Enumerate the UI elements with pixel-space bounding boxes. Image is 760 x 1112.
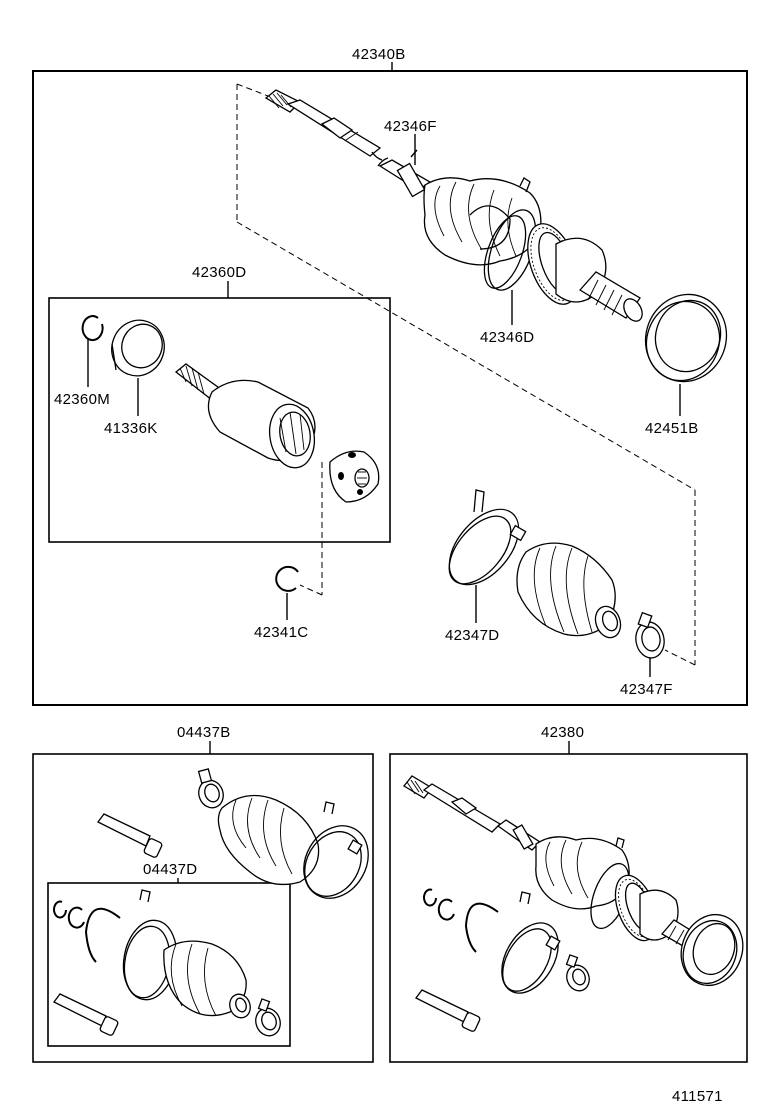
part-number-42380: 42380 — [541, 724, 584, 741]
boot-band-42347D — [448, 489, 527, 586]
part-number-04437D: 04437D — [143, 861, 197, 878]
part-number-42346F: 42346F — [384, 118, 437, 135]
label-42346F: 42346F — [384, 118, 437, 165]
figure-number: 411571 — [672, 1088, 723, 1105]
label-42340B: 42340B — [352, 46, 406, 71]
dust-seal-42451B — [644, 293, 728, 383]
inboard-boot — [516, 542, 622, 639]
snap-ring-42341C — [275, 565, 299, 592]
label-41336K: 41336K — [104, 378, 158, 437]
outboard-boot-kit-frame — [32, 753, 374, 1063]
inboard-joint-housing — [174, 363, 316, 469]
label-42360D: 42360D — [192, 264, 246, 298]
inboard-boot-kit-frame — [47, 882, 291, 1047]
label-42341C: 42341C — [254, 593, 308, 641]
part-number-42360M: 42360M — [54, 391, 110, 408]
part-number-42347F: 42347F — [620, 681, 673, 698]
inner-joint-subassembly-frame — [48, 297, 391, 543]
part-number-42347D: 42347D — [445, 627, 499, 644]
label-04437B: 04437B — [177, 724, 231, 754]
part-number-42451B: 42451B — [645, 420, 699, 437]
boot-kit-04437D — [53, 889, 281, 1037]
part-number-04437B: 04437B — [177, 724, 231, 741]
drive-shaft-assembly-42340B — [264, 89, 643, 322]
tripod-joint — [329, 450, 380, 503]
boot-clamp-42347F — [635, 611, 665, 659]
part-number-41336K: 41336K — [104, 420, 158, 437]
phantom-outline — [236, 83, 696, 666]
main-assembly-frame — [32, 70, 748, 706]
label-42451B: 42451B — [645, 384, 699, 437]
label-42346D: 42346D — [480, 290, 534, 346]
part-number-42346D: 42346D — [480, 329, 534, 346]
label-42347F: 42347F — [620, 655, 673, 698]
snap-ring-42360M — [81, 315, 104, 342]
label-42380: 42380 — [541, 724, 584, 754]
part-number-42341C: 42341C — [254, 624, 308, 641]
label-04437D: 04437D — [143, 861, 197, 883]
boot-ring-41336K — [111, 319, 165, 377]
label-42360M: 42360M — [54, 338, 110, 408]
part-number-42360D: 42360D — [192, 264, 246, 281]
boot-kit-04437B — [97, 768, 369, 899]
drive-shaft-assembly-42380 — [403, 775, 744, 1032]
label-42347D: 42347D — [445, 585, 499, 644]
part-number-42340B: 42340B — [352, 46, 406, 63]
